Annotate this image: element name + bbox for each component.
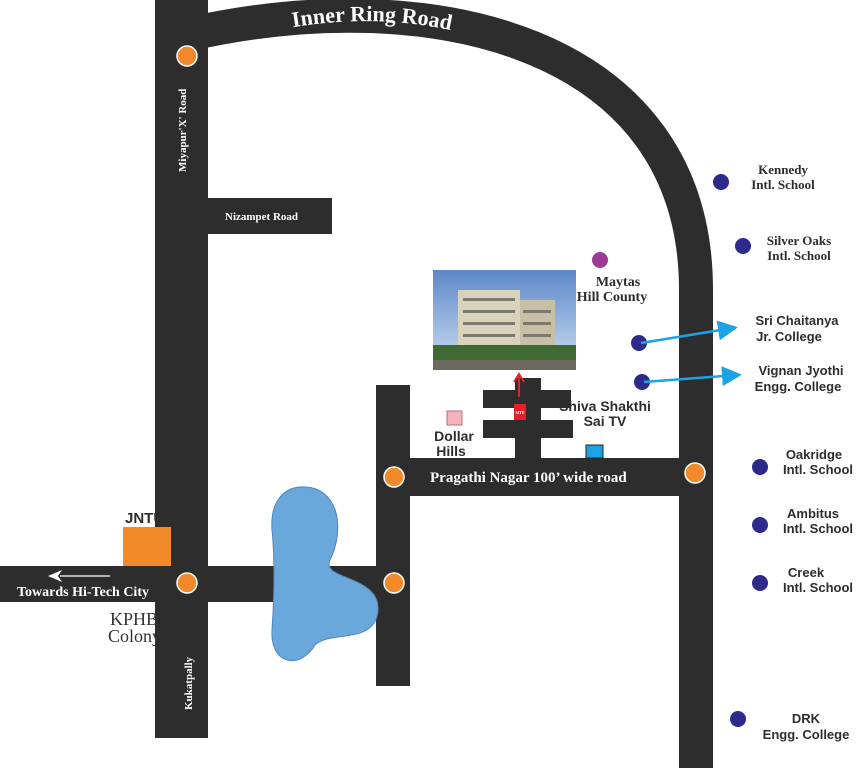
jntu-label: JNTU [125, 510, 164, 527]
jntu-marker [123, 527, 171, 566]
miyapur-road-label: Miyapur'X' Road [177, 89, 189, 172]
pragathi-road [376, 458, 696, 496]
junction-markers [176, 45, 706, 594]
site-marker: SITE [513, 372, 526, 420]
shiva-shakthi-marker [585, 444, 604, 459]
roads [0, 0, 713, 768]
up-arrow-icon [513, 372, 525, 397]
junction-icon [383, 572, 405, 594]
lake [271, 486, 379, 662]
dollar-hills-marker [446, 410, 463, 426]
maytas-marker [592, 252, 608, 268]
site-road-h1 [483, 390, 571, 408]
hitech-road-label: Towards Hi-Tech City [17, 585, 149, 600]
inner-ring-road [186, 0, 713, 768]
miyapur-road [155, 0, 208, 738]
junction-icon [176, 572, 198, 594]
junction-icon [176, 45, 198, 67]
site-road-h2 [483, 420, 573, 438]
nizampet-road-label: Nizampet Road [225, 211, 298, 223]
left-arrow-icon [48, 570, 110, 582]
project-building-image [433, 270, 576, 370]
junction-icon [383, 466, 405, 488]
junction-icon [684, 462, 706, 484]
kukatpally-label: Kukatpally [183, 656, 195, 710]
inner-vertical-road [376, 385, 410, 686]
nizampet-road [208, 198, 332, 234]
pragathi-road-label: Pragathi Nagar 100’ wide road [430, 470, 627, 486]
svg-text:SITE: SITE [515, 410, 524, 415]
